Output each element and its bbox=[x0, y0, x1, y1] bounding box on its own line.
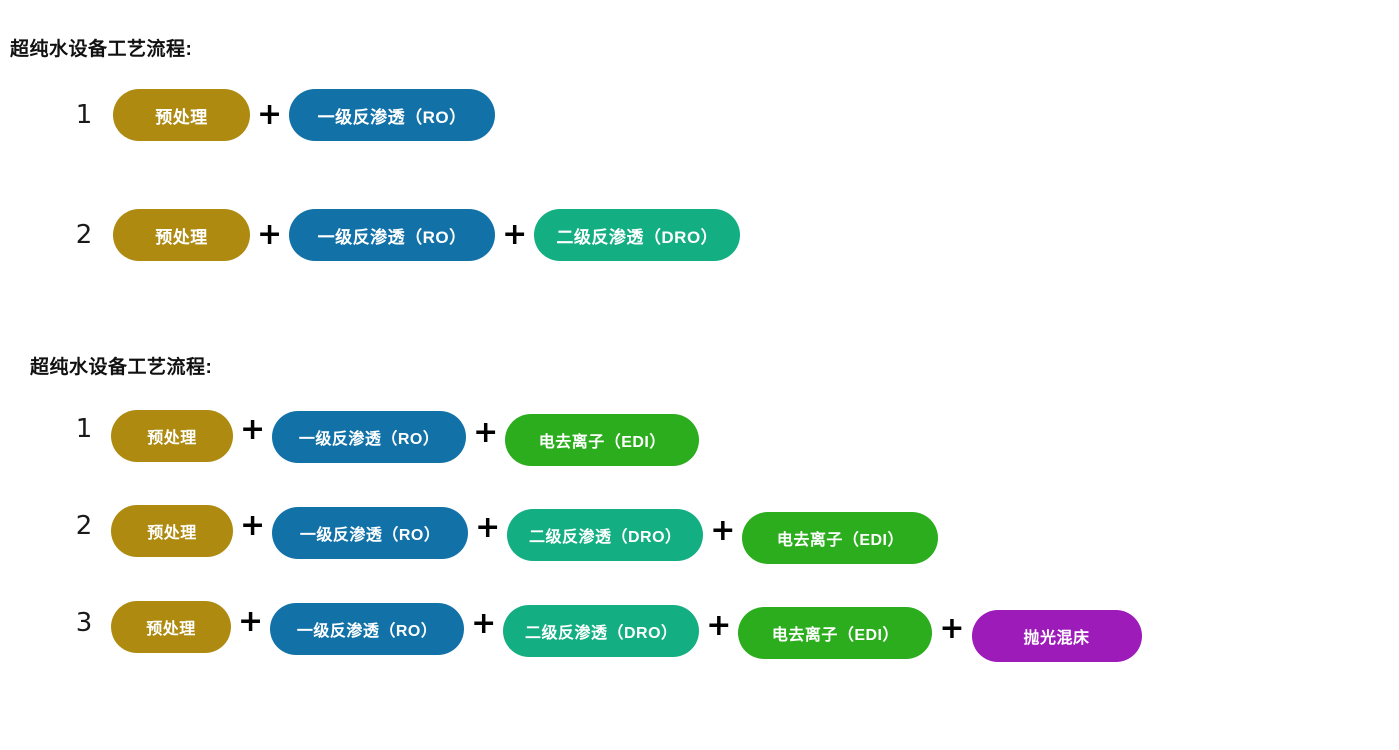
pill-pretreatment[interactable]: 预处理 bbox=[113, 89, 250, 141]
section-1-rows: 1 预处理 + 一级反渗透（RO） 2 预处理 + 一级反渗透（RO） + 二级… bbox=[71, 89, 1399, 261]
pill-dro[interactable]: 二级反渗透（DRO） bbox=[507, 509, 704, 561]
row-index: 1 bbox=[75, 100, 93, 130]
plus-icon: + bbox=[710, 513, 736, 548]
pill-edi[interactable]: 电去离子（EDI） bbox=[505, 414, 700, 466]
section-1-heading: 超纯水设备工艺流程: bbox=[10, 39, 193, 60]
pill-edi[interactable]: 电去离子（EDI） bbox=[738, 607, 933, 659]
flow-row: 2 预处理 + 一级反渗透（RO） + 二级反渗透（DRO） + 电去离子（ED… bbox=[71, 502, 1399, 564]
flow-row: 1 预处理 + 一级反渗透（RO） bbox=[71, 89, 1399, 141]
section-2-heading: 超纯水设备工艺流程: bbox=[30, 357, 213, 378]
plus-icon: + bbox=[257, 217, 283, 252]
plus-icon: + bbox=[240, 508, 266, 543]
plus-icon: + bbox=[471, 606, 497, 641]
pill-edi[interactable]: 电去离子（EDI） bbox=[742, 512, 939, 564]
process-section-2: 超纯水设备工艺流程: 1 预处理 + 一级反渗透（RO） + 电去离子（EDI）… bbox=[0, 310, 1399, 696]
pill-ro[interactable]: 一级反渗透（RO） bbox=[289, 89, 496, 141]
row-index: 1 bbox=[75, 414, 93, 444]
pill-pretreatment[interactable]: 预处理 bbox=[111, 505, 233, 557]
pill-dro[interactable]: 二级反渗透（DRO） bbox=[534, 209, 741, 261]
plus-icon: + bbox=[240, 412, 266, 447]
pill-ro[interactable]: 一级反渗透（RO） bbox=[270, 603, 465, 655]
row-index: 2 bbox=[75, 220, 93, 250]
flow-row: 1 预处理 + 一级反渗透（RO） + 电去离子（EDI） bbox=[71, 405, 1399, 466]
plus-icon: + bbox=[473, 415, 499, 450]
plus-icon: + bbox=[475, 510, 501, 545]
pill-ro[interactable]: 一级反渗透（RO） bbox=[272, 507, 469, 559]
flow-row: 2 预处理 + 一级反渗透（RO） + 二级反渗透（DRO） bbox=[71, 209, 1399, 261]
row-index: 2 bbox=[75, 511, 93, 541]
plus-icon: + bbox=[238, 604, 264, 639]
plus-icon: + bbox=[939, 611, 965, 646]
plus-icon: + bbox=[706, 608, 732, 643]
pill-pretreatment[interactable]: 预处理 bbox=[113, 209, 250, 261]
section-2-rows: 1 预处理 + 一级反渗透（RO） + 电去离子（EDI） 2 预处理 + 一级… bbox=[71, 405, 1399, 662]
plus-icon: + bbox=[502, 217, 528, 252]
pill-pretreatment[interactable]: 预处理 bbox=[111, 601, 231, 653]
flow-row: 3 预处理 + 一级反渗透（RO） + 二级反渗透（DRO） + 电去离子（ED… bbox=[71, 599, 1399, 662]
row-index: 3 bbox=[75, 608, 93, 638]
plus-icon: + bbox=[257, 97, 283, 132]
pill-polish-mixed-bed[interactable]: 抛光混床 bbox=[971, 610, 1142, 662]
process-section-1: 超纯水设备工艺流程: 1 预处理 + 一级反渗透（RO） 2 预处理 + 一级反… bbox=[0, 0, 1399, 329]
pill-ro[interactable]: 一级反渗透（RO） bbox=[272, 411, 467, 463]
pill-ro[interactable]: 一级反渗透（RO） bbox=[289, 209, 496, 261]
pill-dro[interactable]: 二级反渗透（DRO） bbox=[503, 605, 700, 657]
pill-pretreatment[interactable]: 预处理 bbox=[111, 410, 233, 462]
